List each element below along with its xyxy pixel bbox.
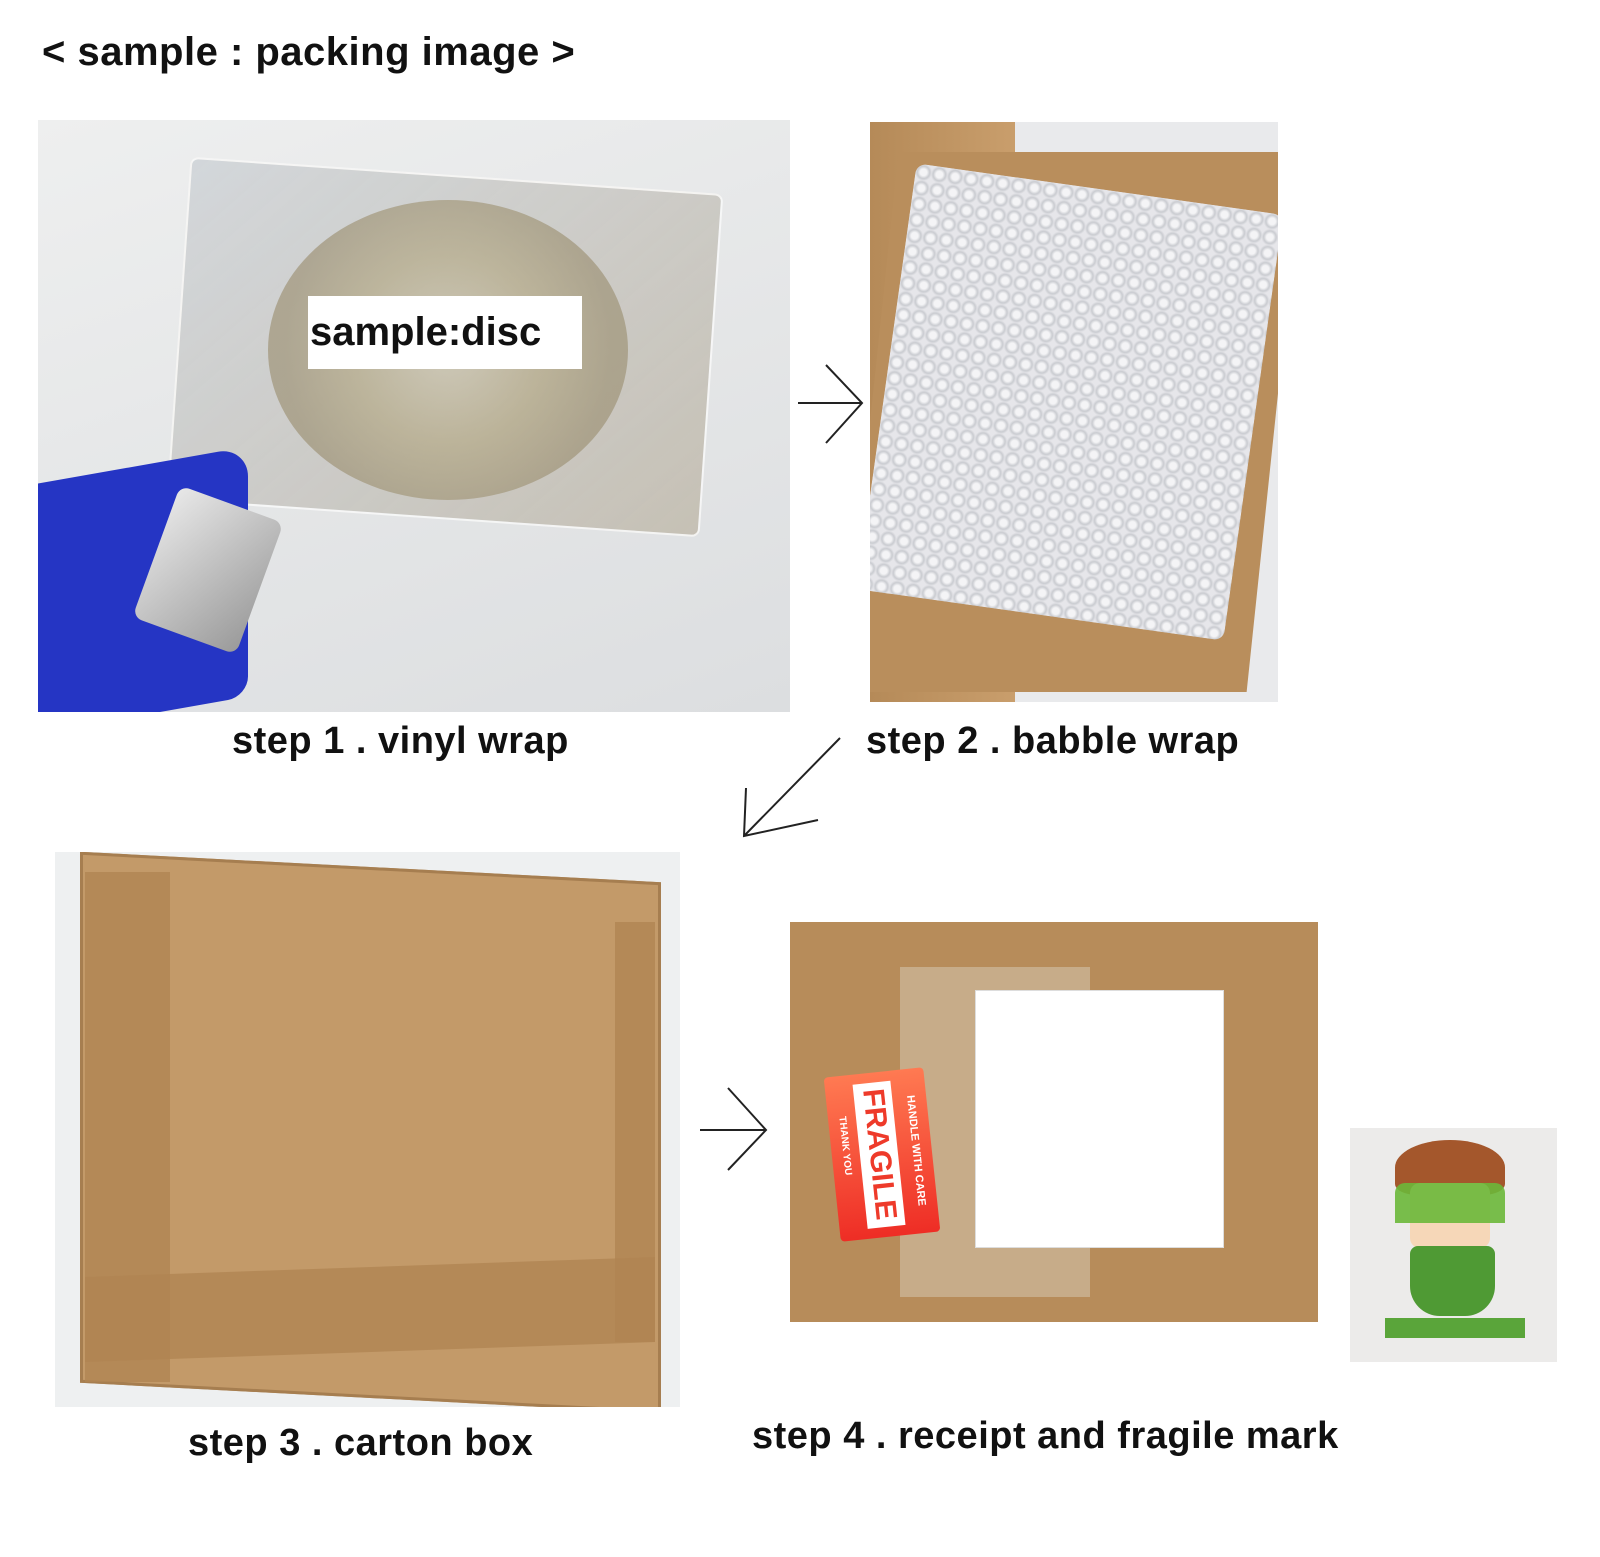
bubble-wrap <box>870 163 1278 641</box>
sample-disc-label: sample:disc <box>308 296 582 369</box>
step4-caption: step 4 . receipt and fragile mark <box>752 1415 1339 1457</box>
step1-caption: step 1 . vinyl wrap <box>232 720 569 762</box>
thank-you-text: THANK YOU <box>836 1115 854 1176</box>
step3-caption: step 3 . carton box <box>188 1422 534 1464</box>
step4-photo-receipt-fragile: FRAGILE HANDLE WITH CARE THANK YOU <box>790 922 1318 1322</box>
step2-photo-bubble-wrap <box>870 122 1278 702</box>
arrow-down-left-icon <box>742 737 841 838</box>
character-keychain-image <box>1350 1128 1557 1362</box>
receipt <box>975 990 1224 1248</box>
handle-with-care-text: HANDLE WITH CARE <box>903 1094 928 1207</box>
fragile-text: FRAGILE <box>856 1087 903 1222</box>
page-title: < sample : packing image > <box>42 30 576 74</box>
fragile-sticker: FRAGILE HANDLE WITH CARE THANK YOU <box>823 1067 941 1242</box>
arrow-right-icon <box>798 364 864 444</box>
step2-caption: step 2 . babble wrap <box>866 720 1240 762</box>
step1-photo-vinyl-wrap: sample:disc <box>38 120 790 712</box>
step3-photo-carton-box <box>55 852 680 1407</box>
sample-disc-text: sample:disc <box>310 310 542 354</box>
character-body <box>1410 1246 1495 1316</box>
arrow-right-icon <box>700 1087 768 1171</box>
grass <box>1385 1318 1525 1338</box>
character-hair <box>1395 1183 1505 1223</box>
